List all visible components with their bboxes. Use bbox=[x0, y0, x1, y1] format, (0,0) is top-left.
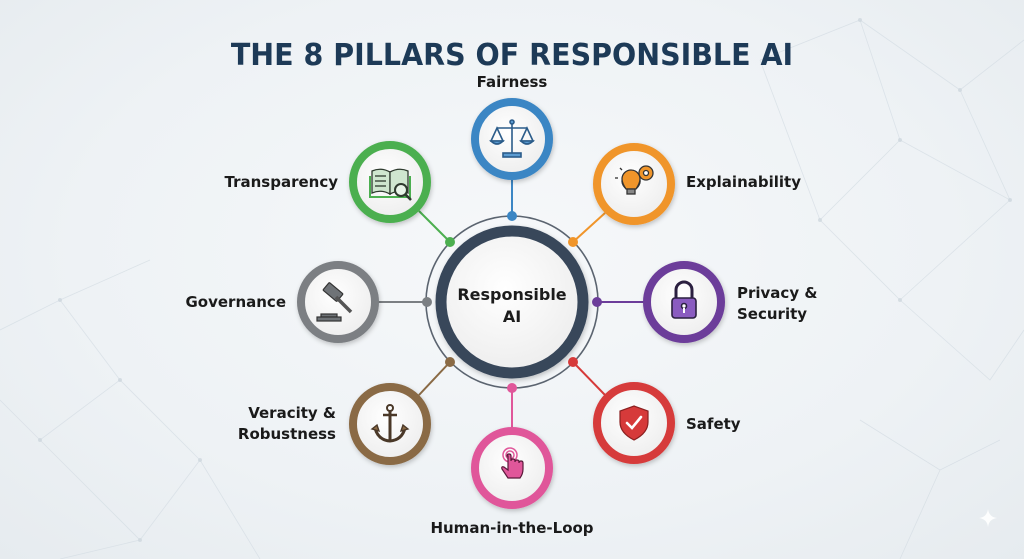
padlock-icon bbox=[671, 280, 697, 319]
page-title: THE 8 PILLARS OF RESPONSIBLE AI bbox=[230, 38, 794, 74]
gavel-icon bbox=[316, 282, 353, 322]
sparkle-icon bbox=[979, 509, 997, 527]
label-veracity-line1: Veracity & bbox=[248, 404, 336, 422]
label-veracity-robustness: Veracity & Robustness bbox=[196, 403, 336, 445]
pillar-explainability bbox=[593, 143, 675, 225]
scales-icon bbox=[489, 119, 535, 158]
label-safety: Safety bbox=[686, 415, 741, 433]
center-label-line2: AI bbox=[502, 307, 522, 326]
center-label-line1: Responsible bbox=[457, 285, 567, 304]
pillar-fairness bbox=[471, 98, 553, 180]
label-privacy-security: Privacy & Security bbox=[737, 283, 817, 325]
label-governance: Governance bbox=[185, 293, 286, 311]
pillar-transparency bbox=[349, 141, 431, 223]
label-explainability: Explainability bbox=[686, 173, 801, 191]
label-privacy-line1: Privacy & bbox=[737, 284, 818, 302]
label-human-in-the-loop: Human-in-the-Loop bbox=[430, 519, 594, 537]
pillar-governance bbox=[297, 261, 379, 343]
connector-dots bbox=[422, 211, 602, 393]
shield-check-icon bbox=[619, 405, 649, 441]
label-fairness: Fairness bbox=[476, 73, 548, 91]
lightbulb-gear-icon bbox=[615, 165, 654, 195]
pillar-human-in-the-loop bbox=[471, 427, 553, 509]
anchor-icon bbox=[370, 404, 410, 443]
center-hub bbox=[425, 215, 599, 389]
touch-hand-icon bbox=[501, 447, 524, 479]
pillar-safety bbox=[593, 382, 675, 464]
center-hub-label: Responsible AI bbox=[432, 284, 592, 328]
label-transparency: Transparency bbox=[224, 173, 339, 191]
label-veracity-line2: Robustness bbox=[237, 425, 336, 443]
label-privacy-line2: Security bbox=[737, 305, 808, 323]
pillar-veracity-robustness bbox=[349, 383, 431, 465]
book-magnifier-icon bbox=[369, 168, 412, 201]
pillar-privacy-security bbox=[643, 261, 725, 343]
connector-lines bbox=[378, 180, 644, 428]
